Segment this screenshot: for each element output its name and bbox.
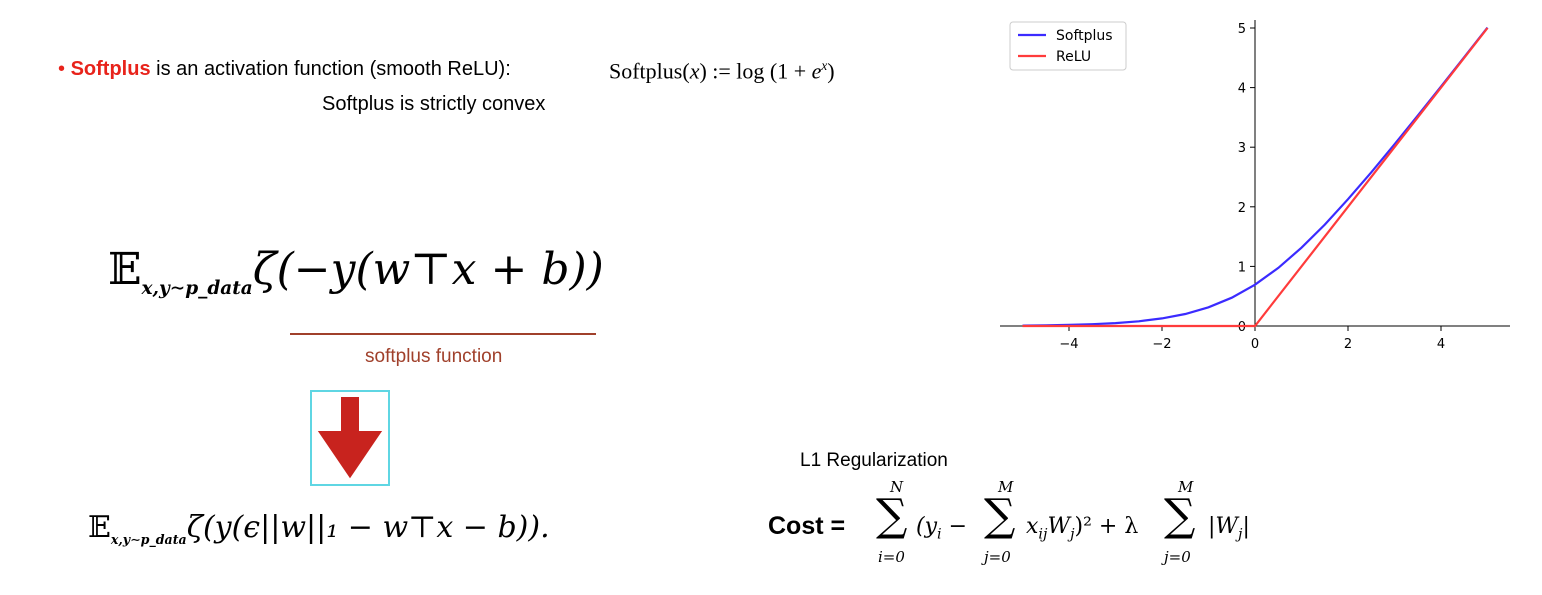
y-tick-label: 3 (1238, 141, 1246, 156)
bullet-line: • Softplus is an activation function (sm… (58, 58, 511, 81)
sum2-lower: j=0 (984, 548, 1011, 566)
chart-axes: −4 −2 0 2 4 0 1 2 3 4 5 (1000, 20, 1510, 352)
term3-body: |W (1208, 514, 1239, 539)
y-tick-label: 1 (1238, 260, 1246, 275)
term3: |Wj| (1208, 514, 1250, 542)
down-arrow-box (310, 390, 390, 486)
l1-title: L1 Regularization (800, 450, 948, 471)
expectation-bottom: 𝔼x,y∼p_dataζ(y(ϵ||w||₁ − w⊤x − b)). (88, 510, 550, 547)
y-tick-label: 0 (1238, 320, 1246, 335)
x-tick-label: 4 (1437, 337, 1445, 352)
sum3-symbol: ∑ (1164, 490, 1196, 541)
series-line-relu (1022, 27, 1489, 328)
sum3-lower: j=0 (1164, 548, 1191, 566)
down-arrow-icon (314, 395, 386, 482)
expectation-body-bottom: ζ(y(ϵ||w||₁ − w⊤x − b)). (186, 510, 550, 545)
x-tick-label: 0 (1251, 337, 1259, 352)
expectation-subscript-bottom: x,y∼p_data (110, 531, 187, 547)
def-exp: x (821, 58, 828, 73)
softplus-function-label: softplus function (365, 346, 503, 367)
sum2-upper: M (998, 478, 1014, 496)
bullet-subtext: Softplus is strictly convex (322, 93, 546, 115)
sum3-upper: M (1178, 478, 1194, 496)
def-close: ) (827, 58, 835, 84)
expectation-top: 𝔼x,y∼p_dataζ(−y(w⊤x + b)) (108, 244, 604, 299)
series-line-softplus (1022, 26, 1489, 327)
x-tick-label: −2 (1152, 337, 1171, 352)
term2: xijWj)² + λ (1026, 514, 1138, 542)
legend-label-relu: ReLU (1056, 49, 1091, 65)
def-assign: := log (1 + (706, 58, 812, 84)
term2-tail: W (1047, 514, 1071, 539)
term2-body: x (1026, 514, 1039, 539)
term1-minus: − (941, 514, 968, 539)
formula-underline (290, 333, 596, 335)
sum1-upper: N (890, 478, 904, 496)
expectation-symbol-bottom: 𝔼 (88, 510, 111, 545)
term1: (yi − (916, 514, 967, 542)
expectation-symbol: 𝔼 (108, 244, 142, 295)
term1-body: (y (916, 514, 938, 539)
def-arg: x (689, 58, 700, 84)
x-tick-label: −4 (1059, 337, 1078, 352)
term2-sub: ij (1038, 526, 1048, 543)
term3-sub: j (1238, 526, 1243, 543)
cost-formula: N ∑ i=0 (yi − M ∑ j=0 xijWj)² + λ M ∑ j=… (872, 478, 1272, 578)
x-tick-label: 2 (1344, 337, 1352, 352)
softplus-definition: Softplus(x) := log (1 + ex) (609, 58, 835, 84)
def-name: Softplus (609, 58, 683, 84)
y-tick-label: 5 (1238, 22, 1246, 37)
term3-close: | (1242, 514, 1250, 539)
term1-sub: i (937, 526, 942, 543)
term2-close: )² + λ (1074, 514, 1139, 539)
y-tick-label: 2 (1238, 201, 1246, 216)
cost-label: Cost = (768, 512, 846, 540)
expectation-subscript: x,y∼p_data (141, 278, 253, 300)
expectation-body: ζ(−y(w⊤x + b)) (252, 244, 604, 295)
sum2-symbol: ∑ (984, 490, 1016, 541)
chart-series (1022, 26, 1489, 328)
bullet-text: is an activation function (smooth ReLU): (150, 58, 511, 80)
sum1-symbol: ∑ (876, 490, 908, 541)
def-base: e (811, 58, 822, 84)
term2-tail-sub: j (1070, 526, 1075, 543)
bullet-marker: • (58, 58, 66, 80)
softplus-highlight: Softplus (70, 58, 151, 80)
sum1-lower: i=0 (878, 548, 905, 566)
legend-label-softplus: Softplus (1056, 28, 1113, 44)
y-tick-label: 4 (1238, 82, 1246, 97)
